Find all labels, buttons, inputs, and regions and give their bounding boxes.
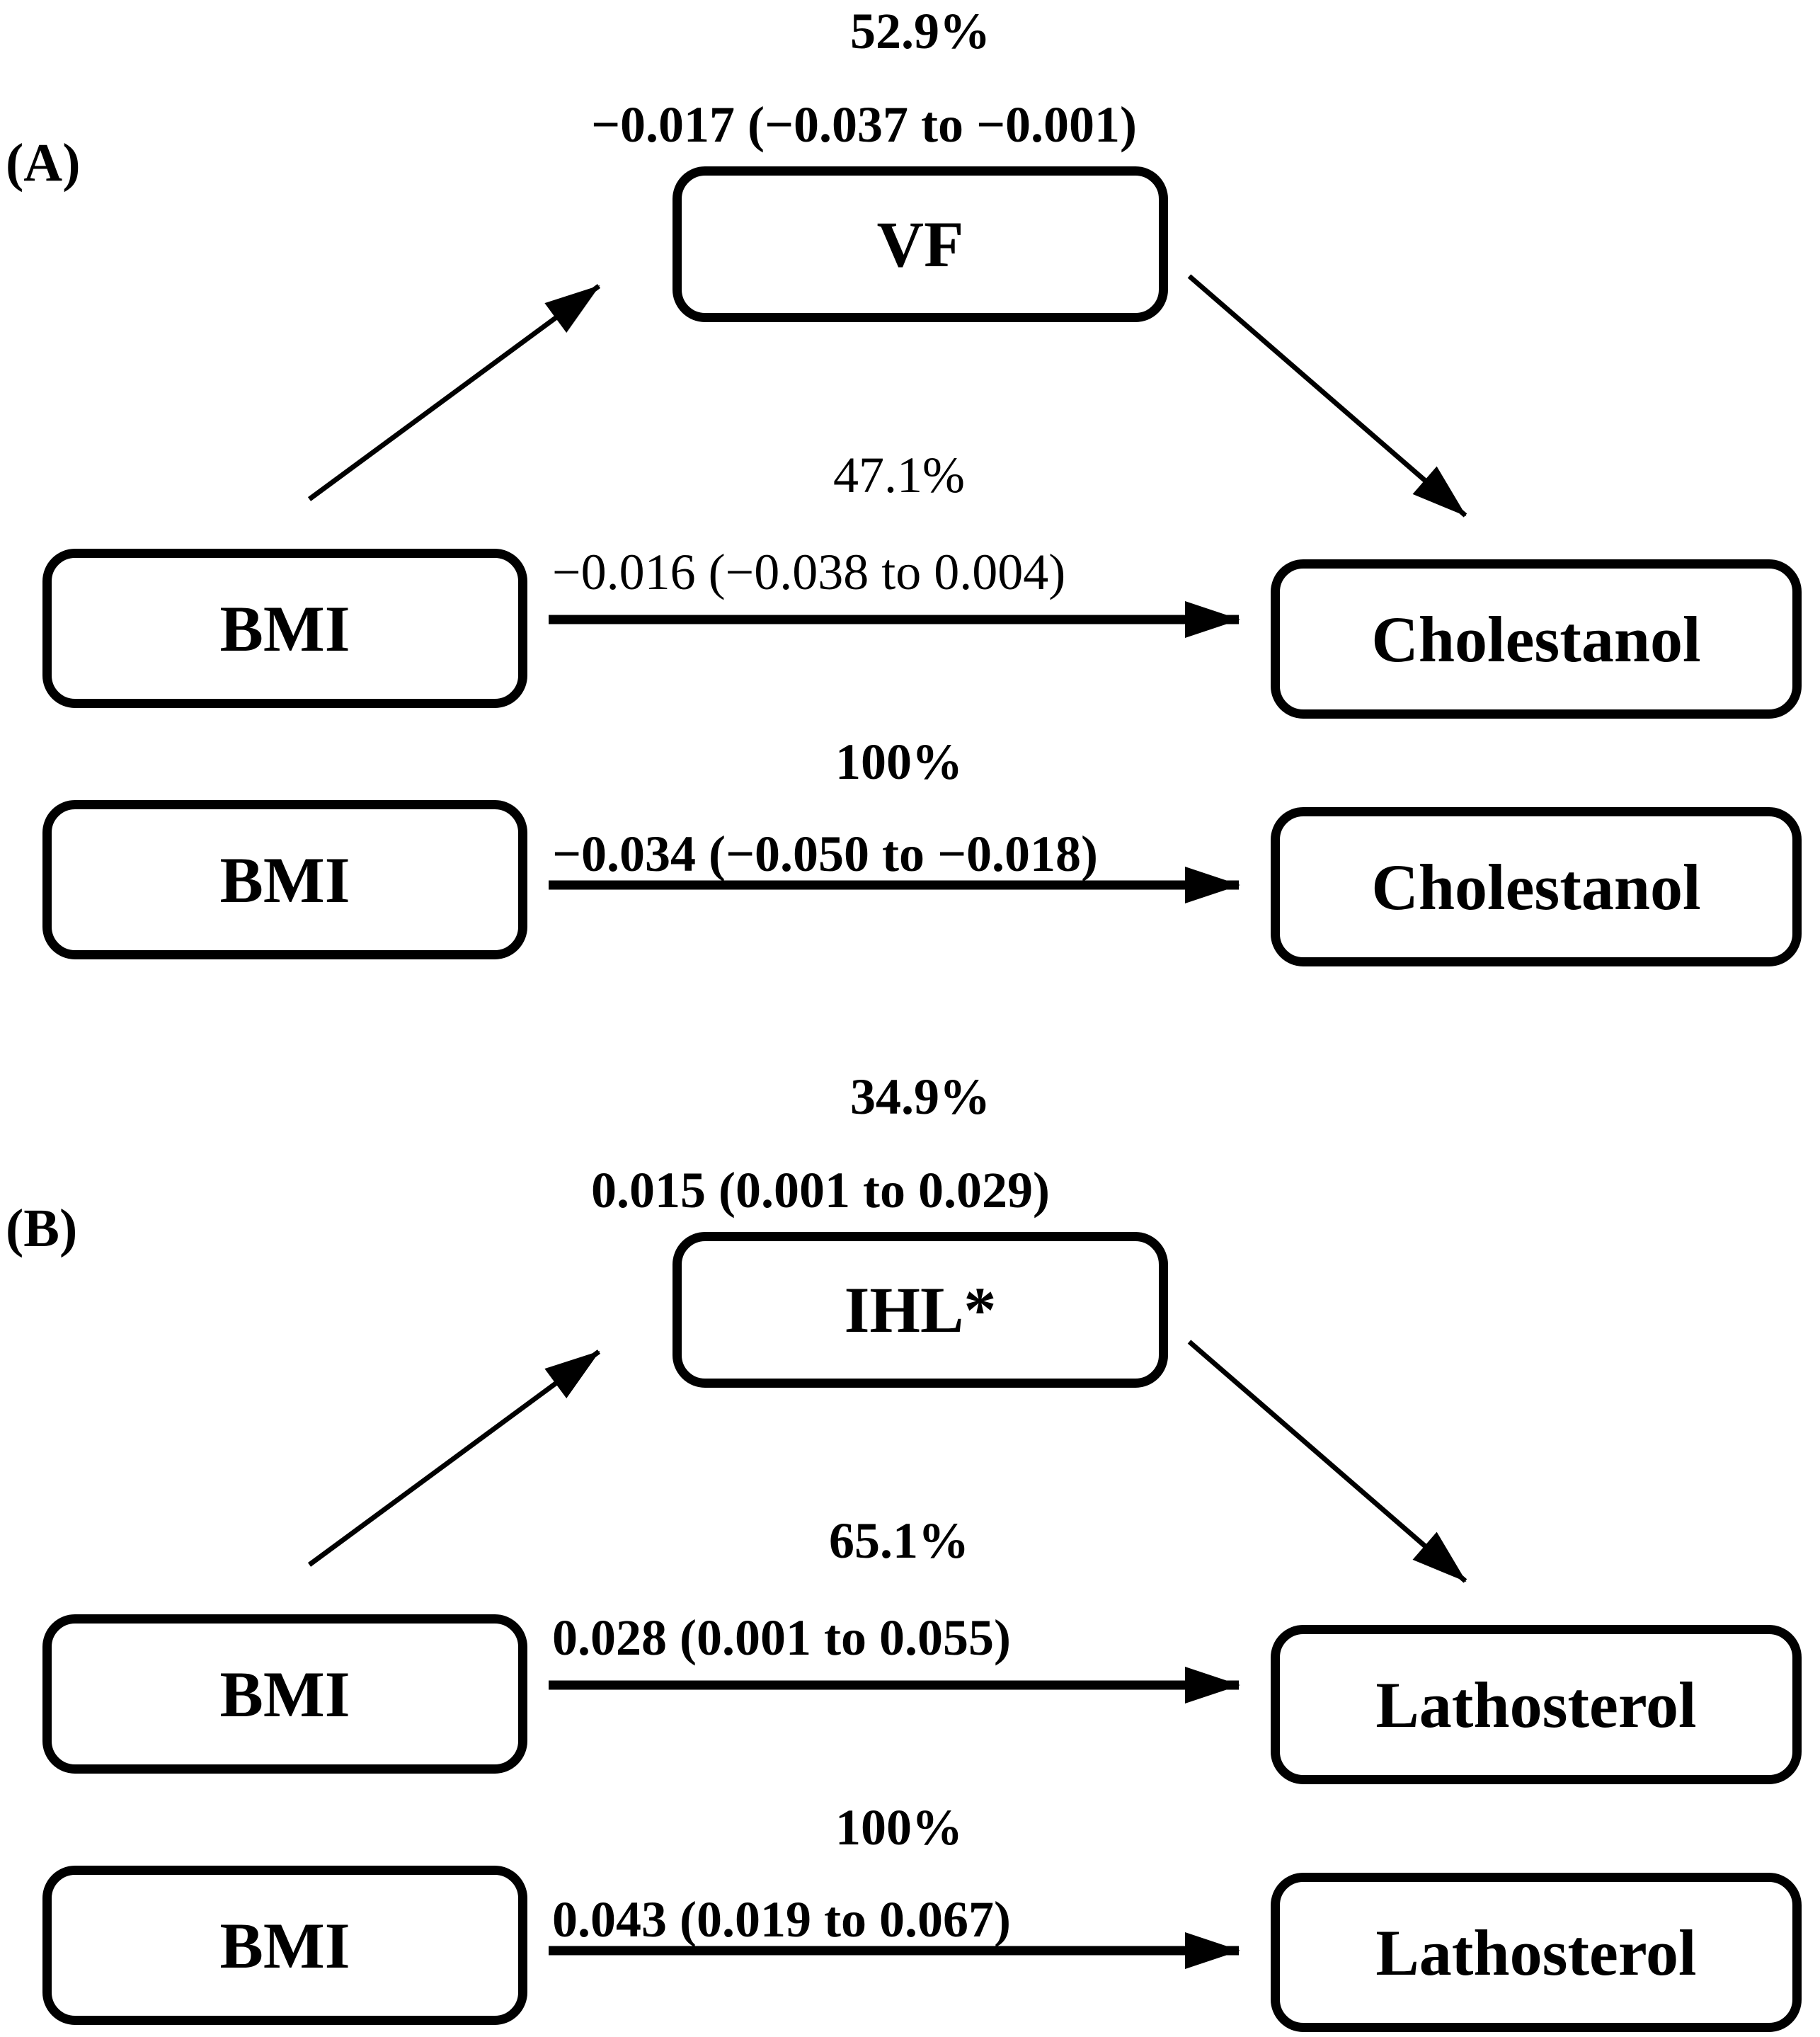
outcome-label: Lathosterol <box>1375 1916 1697 1989</box>
direct-percent: 100% <box>835 1799 963 1856</box>
mediated-percent: 34.9% <box>850 1068 990 1125</box>
indirect-percent: 65.1% <box>829 1512 969 1569</box>
mediator-label: IHL* <box>844 1274 997 1346</box>
exposure-box-indirect: BMI <box>42 1614 527 1774</box>
outcome-box-direct: Lathosterol <box>1271 1873 1802 2032</box>
exposure-to-mediator-arrow <box>307 1350 601 1567</box>
outcome-box-direct: Cholestanol <box>1271 807 1802 966</box>
mediator-box: VF <box>673 166 1168 322</box>
panel-a-arrows <box>307 274 1467 903</box>
exposure-label: BMI <box>219 592 350 665</box>
exposure-box-direct: BMI <box>42 1866 527 2025</box>
exposure-box-indirect: BMI <box>42 549 527 708</box>
outcome-box-indirect: Lathosterol <box>1271 1625 1802 1784</box>
exposure-box-direct: BMI <box>42 800 527 959</box>
outcome-box-indirect: Cholestanol <box>1271 559 1802 719</box>
panel-label: (A) <box>6 133 81 193</box>
mediator-path-estimate: 0.015 (0.001 to 0.029) <box>591 1162 1050 1219</box>
mediator-label: VF <box>876 208 964 280</box>
exposure-label: BMI <box>219 1909 350 1982</box>
outcome-label: Cholestanol <box>1371 603 1701 675</box>
panel-a: (A) 52.9% −0.017 (−0.037 to −0.001) VF 4… <box>0 0 1820 971</box>
direct-estimate: −0.034 (−0.050 to −0.018) <box>552 826 1099 882</box>
indirect-estimate: −0.016 (−0.038 to 0.004) <box>552 544 1066 600</box>
mediator-path-estimate: −0.017 (−0.037 to −0.001) <box>591 96 1138 153</box>
mediator-to-outcome-arrow <box>1187 1340 1467 1583</box>
exposure-label: BMI <box>219 843 350 916</box>
exposure-label: BMI <box>219 1657 350 1730</box>
exposure-to-mediator-arrow <box>307 284 601 501</box>
mediated-percent: 52.9% <box>850 3 990 59</box>
panel-b-arrows <box>307 1340 1467 1969</box>
mediator-to-outcome-arrow <box>1187 274 1467 518</box>
direct-estimate: 0.043 (0.019 to 0.067) <box>552 1891 1011 1948</box>
panel-label: (B) <box>6 1199 78 1258</box>
indirect-percent: 47.1% <box>833 447 965 503</box>
indirect-estimate: 0.028 (0.001 to 0.055) <box>552 1609 1011 1666</box>
direct-percent: 100% <box>835 734 963 790</box>
outcome-label: Lathosterol <box>1375 1668 1697 1741</box>
outcome-label: Cholestanol <box>1371 850 1701 923</box>
panel-b: (B) 34.9% 0.015 (0.001 to 0.029) IHL* 65… <box>0 1066 1820 2037</box>
mediator-box: IHL* <box>673 1232 1168 1388</box>
